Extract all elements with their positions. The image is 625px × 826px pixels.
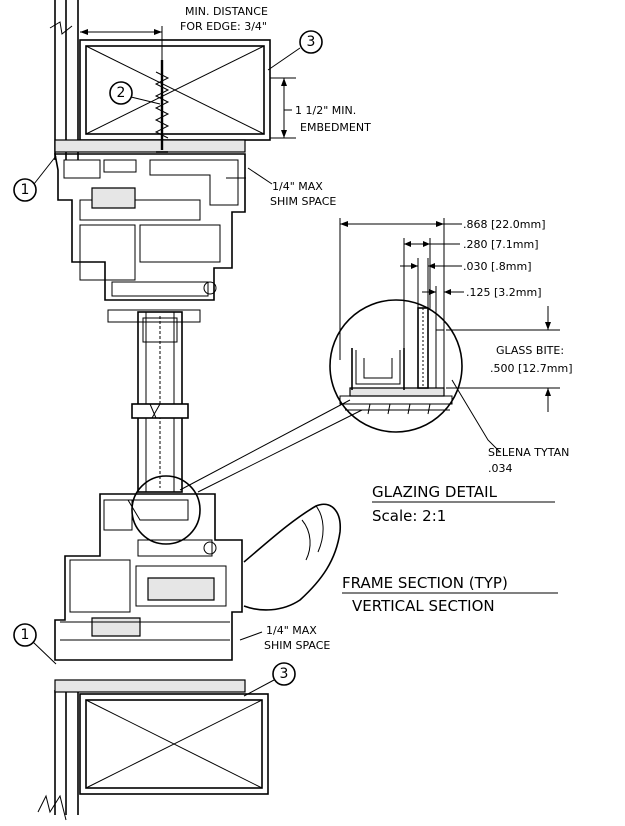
frame-section-title: FRAME SECTION (TYP) — [342, 574, 508, 592]
embedment-label-1: 1 1/2" MIN. — [295, 104, 356, 117]
callout-1-bottom: 1 — [13, 623, 57, 665]
glass-bite-label-2: .500 [12.7mm] — [490, 362, 573, 375]
embedment-label-2: EMBEDMENT — [300, 121, 371, 134]
vertical-section-subtitle: VERTICAL SECTION — [352, 597, 495, 615]
callout-3-bottom-number: 3 — [280, 666, 289, 682]
callout-2-number: 2 — [117, 85, 126, 101]
min-distance-label-2: FOR EDGE: 3/4" — [180, 20, 267, 33]
dim-280-label: .280 [7.1mm] — [463, 238, 539, 251]
dim-125-label: .125 [3.2mm] — [466, 286, 542, 299]
callout-1-top: 1 — [13, 155, 57, 202]
bottom-frame-profile — [54, 493, 243, 661]
callout-3-top: 3 — [267, 30, 323, 71]
top-frame-profile — [54, 153, 246, 323]
tape-leader — [451, 379, 501, 453]
shim-bottom-label-1: 1/4" MAX — [266, 624, 317, 637]
shim-bottom-label-2: SHIM SPACE — [264, 639, 330, 652]
dim-030-label: .030 [.8mm] — [463, 260, 532, 273]
glazing-detail-circle — [329, 299, 463, 433]
wall-left — [37, 0, 79, 821]
glass-bite-label-1: GLASS BITE: — [496, 344, 564, 357]
callout-1-top-number: 1 — [21, 182, 30, 198]
detail-leader-line — [179, 399, 351, 491]
glazing-bead-tool — [243, 503, 341, 611]
shim-bottom-leader — [239, 631, 263, 641]
shim-top-leader — [247, 167, 273, 185]
glazing-dimension-lines — [339, 218, 560, 412]
shim-top-label-2: SHIM SPACE — [270, 195, 336, 208]
min-distance-label-1: MIN. DISTANCE — [185, 5, 268, 18]
dim-868-label: .868 [22.0mm] — [463, 218, 546, 231]
callout-1-bottom-number: 1 — [21, 627, 30, 643]
anchor-screw — [154, 60, 170, 153]
glass-unit — [131, 311, 189, 493]
embedment-dimension — [270, 77, 296, 139]
tape-label-1: SELENA TYTAN — [488, 446, 569, 459]
min-distance-dimension — [80, 26, 163, 60]
glazing-detail-title: GLAZING DETAIL — [372, 483, 498, 501]
top-buck — [54, 39, 271, 153]
detail-leader-line-2 — [197, 409, 363, 493]
callout-3-bottom: 3 — [243, 662, 296, 697]
bottom-buck — [54, 679, 269, 795]
shim-top-label-1: 1/4" MAX — [272, 180, 323, 193]
detail-circle-small — [131, 475, 201, 545]
callout-2: 2 — [109, 81, 161, 105]
callout-3-top-number: 3 — [307, 34, 316, 50]
glazing-scale-label: Scale: 2:1 — [372, 507, 446, 525]
tape-label-2: .034 — [488, 462, 513, 475]
